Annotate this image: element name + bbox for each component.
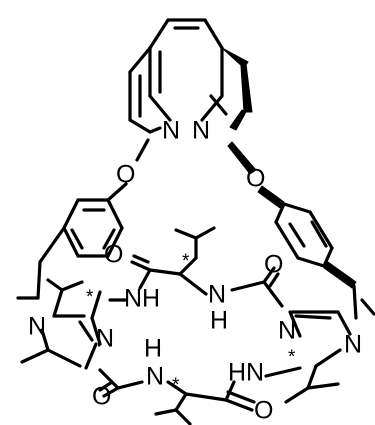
stereo-marker-1: * [86, 287, 94, 308]
amide-o-bottom-left: O [92, 383, 111, 411]
ether-linkers [106, 138, 285, 209]
phenanthroline-unit [128, 18, 253, 134]
amide-o-bottom-right: O [254, 397, 273, 425]
benzylic-linkers [16, 260, 375, 320]
bottom-peptide-chain [98, 366, 302, 425]
imidazole-right-n2: N [344, 331, 362, 359]
imidazole-right-n1: N [278, 317, 296, 345]
amide-nh-top-left: NH [124, 285, 160, 313]
amide-n-bottom: N [146, 363, 164, 391]
amide-h-bottom: H [144, 335, 162, 363]
phenanthroline-n-right: N [192, 117, 210, 145]
left-phenyl-ring [38, 198, 124, 264]
stereo-marker-2: * [182, 251, 190, 272]
phenanthroline-n-left: N [162, 117, 180, 145]
imidazole-left-n1: N [28, 313, 46, 341]
right-phenyl-ring [274, 202, 357, 289]
ether-o-right: O [246, 165, 265, 193]
amide-hn-bottom: HN [228, 359, 264, 387]
stereo-marker-4: * [288, 347, 296, 368]
amide-n-top-mid: N [208, 281, 226, 309]
left-imidazole-ring [20, 278, 102, 370]
amide-o-right: O [264, 251, 283, 279]
top-peptide-chain [108, 226, 284, 308]
imidazole-left-n2: N [96, 325, 114, 353]
right-imidazole-ring [284, 310, 352, 404]
amide-h-top-mid: H [210, 307, 228, 335]
amide-o-top: O [104, 241, 123, 269]
stereo-marker-3: * [172, 375, 180, 396]
ether-o-left: O [116, 161, 135, 189]
